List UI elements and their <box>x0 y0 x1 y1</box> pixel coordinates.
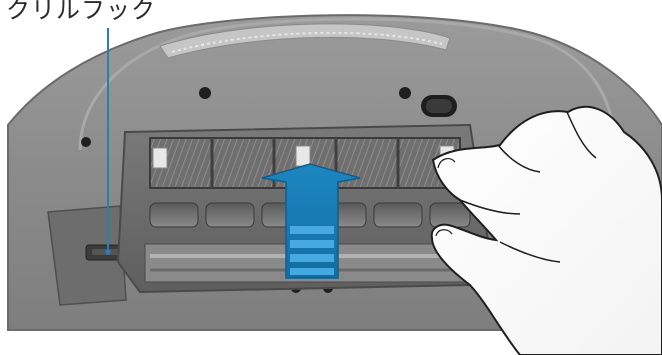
brush-clip <box>153 148 167 168</box>
screw-hole <box>199 87 211 99</box>
screw-hole <box>399 87 411 99</box>
screw-hole <box>81 137 91 147</box>
brush-clip <box>296 146 310 166</box>
